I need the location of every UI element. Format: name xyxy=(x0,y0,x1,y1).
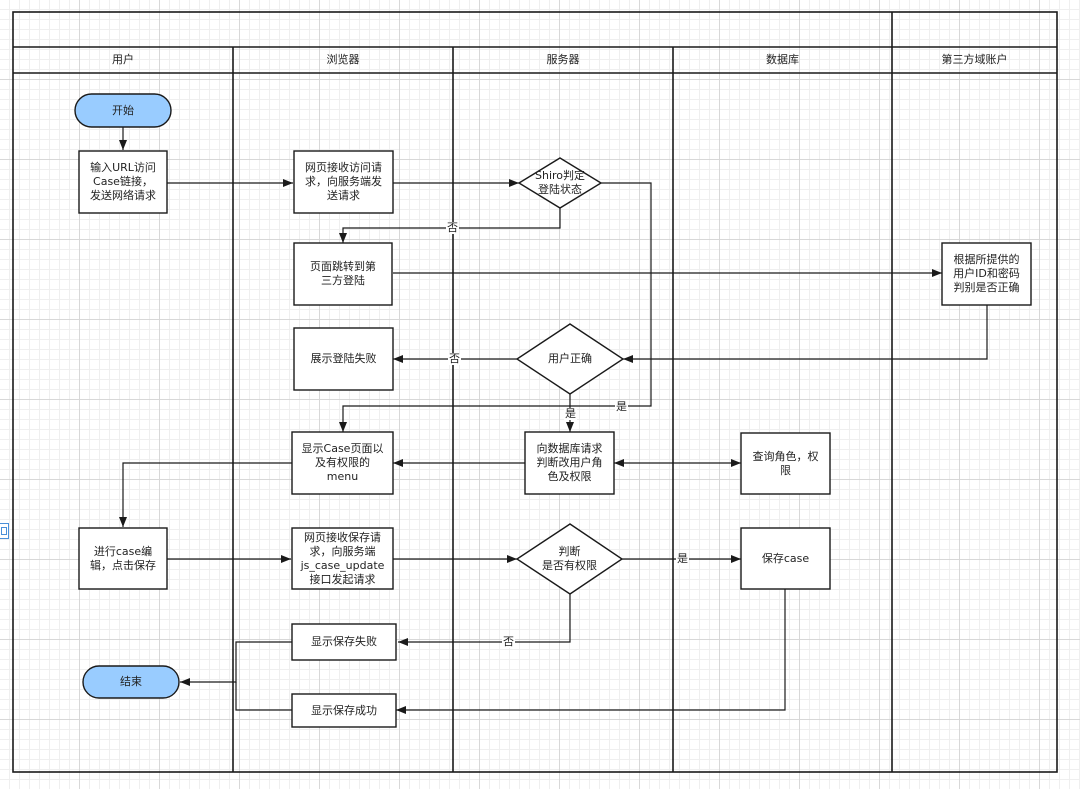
edge-save-success-to-end xyxy=(235,682,292,711)
edge-save-fail-to-end xyxy=(180,641,292,686)
edge-label-user-correct-yes: 是 xyxy=(564,407,577,420)
node-show-save-success xyxy=(291,693,397,728)
node-receive-request xyxy=(293,150,394,214)
node-user-correct xyxy=(515,323,625,395)
node-end xyxy=(82,665,180,699)
edge-label-permission-yes: 是 xyxy=(676,552,689,565)
edge-save-to-save-success xyxy=(396,589,786,714)
edge-shiro-yes-to-case-page xyxy=(339,182,652,432)
edge-check-no-to-save-fail xyxy=(398,594,571,646)
node-check-permission xyxy=(515,523,624,595)
node-redirect-login xyxy=(293,242,393,306)
node-show-save-fail xyxy=(291,623,397,661)
side-panel-handle-icon[interactable] xyxy=(0,523,9,539)
edge-label-user-correct-no: 否 xyxy=(448,352,461,365)
node-show-case-page xyxy=(291,431,394,495)
node-edit-case xyxy=(78,527,168,590)
node-query-role xyxy=(740,432,831,495)
node-verify-account xyxy=(941,242,1032,306)
node-start xyxy=(74,93,172,128)
node-input-url xyxy=(78,150,168,214)
node-shiro-check xyxy=(517,157,603,209)
edge-label-permission-no: 否 xyxy=(502,635,515,648)
node-save-case xyxy=(740,527,831,590)
node-request-db xyxy=(524,431,615,495)
node-show-login-fail xyxy=(293,327,394,391)
edges xyxy=(119,127,988,714)
node-receive-save xyxy=(291,527,394,590)
edge-label-shiro-no: 否 xyxy=(446,221,459,234)
edge-label-shiro-yes: 是 xyxy=(615,400,628,413)
edge-verify-to-user-correct xyxy=(623,305,988,363)
swimlane-pool xyxy=(12,11,1058,773)
edge-case-page-to-edit xyxy=(119,462,293,527)
